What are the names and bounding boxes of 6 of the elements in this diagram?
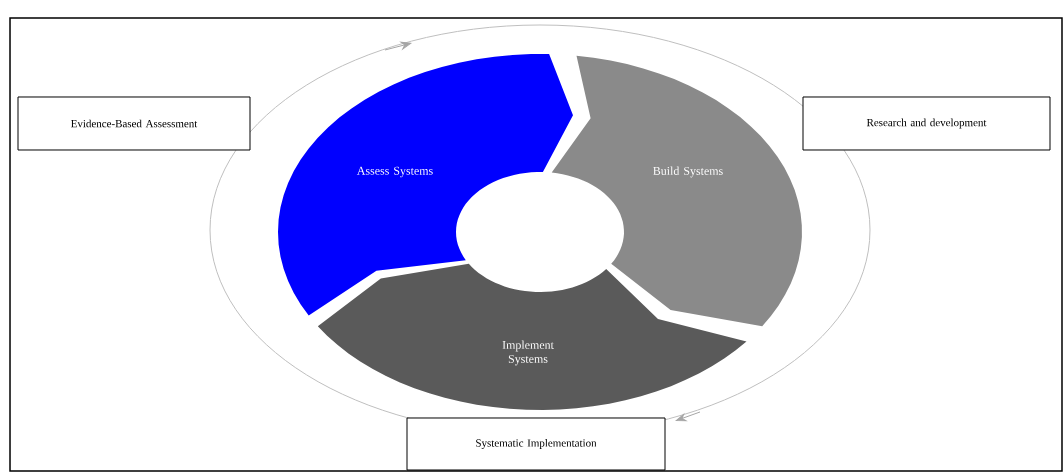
cycle-segment: Build Systems <box>551 55 802 327</box>
cycle-segment: Implement Systems <box>317 263 747 410</box>
label-box: Systematic Implementation <box>406 417 666 471</box>
label-box: Research and development <box>802 96 1051 151</box>
label-box: Evidence-Based Assessment <box>17 96 251 151</box>
cycle-segment: Assess Systems <box>278 54 573 316</box>
